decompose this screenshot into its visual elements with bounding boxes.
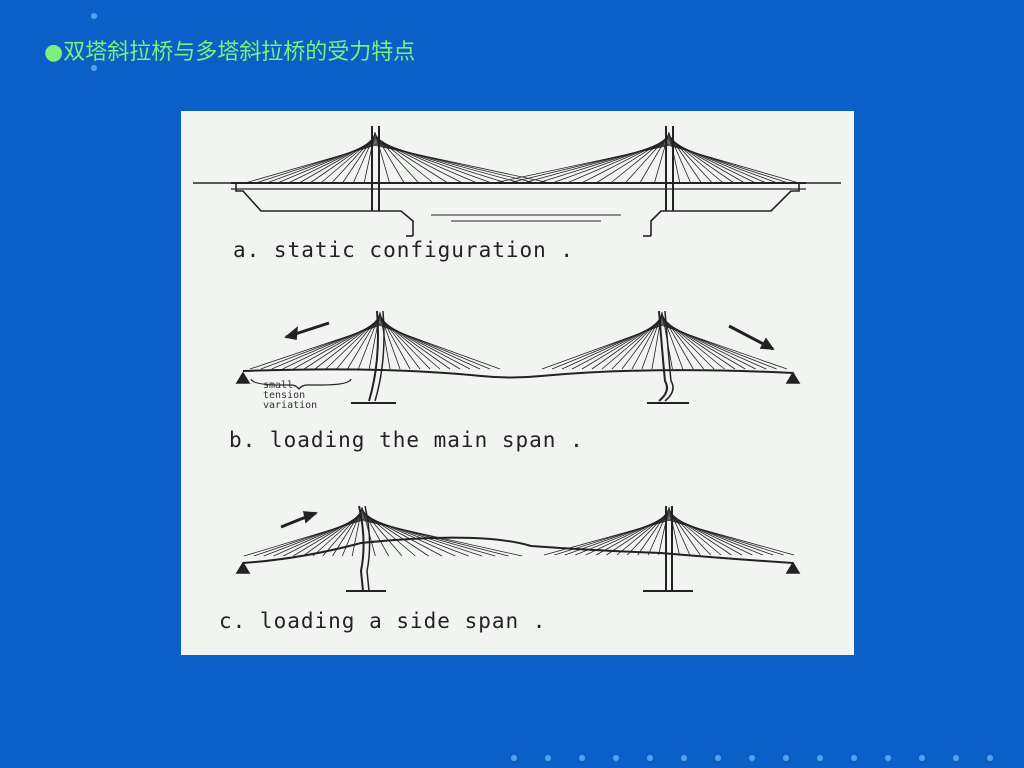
stay-cable xyxy=(260,323,381,370)
static-cables xyxy=(244,132,800,184)
stay-cable xyxy=(523,142,670,184)
stay-cable xyxy=(575,516,670,556)
stay-cable xyxy=(551,323,663,370)
stay-cable xyxy=(668,132,681,184)
decorative-dot-top xyxy=(91,13,97,19)
stay-cable xyxy=(541,325,663,370)
stay-cable xyxy=(379,325,501,370)
stay-cable xyxy=(661,325,788,370)
stay-cable xyxy=(374,141,507,184)
stay-cable xyxy=(244,145,376,184)
bridge-diagram-figure: a. static configuration . small tension … xyxy=(181,111,854,655)
decorative-dot-upper xyxy=(91,65,97,71)
stay-cable xyxy=(255,143,376,184)
caption-side-span-loading: c. loading a side span . xyxy=(219,609,547,633)
stay-cable xyxy=(374,142,521,184)
stay-cable xyxy=(508,143,670,184)
stay-cable xyxy=(564,517,670,556)
tension-variation-annotation: small tension variation xyxy=(263,381,317,411)
stay-cable xyxy=(668,516,763,556)
stay-cable xyxy=(379,323,491,370)
slide-title: ●双塔斜拉桥与多塔斜拉桥的受力特点 xyxy=(44,40,416,65)
stay-cable xyxy=(263,517,363,557)
annotation-line: tension xyxy=(263,390,306,401)
stay-cable xyxy=(543,520,670,556)
decorative-dot-row xyxy=(511,755,993,761)
main-span-loading-drawing xyxy=(235,310,801,404)
stay-cable xyxy=(273,516,363,557)
stay-cable xyxy=(668,520,795,556)
stay-cable xyxy=(374,145,551,184)
stay-cable xyxy=(537,141,670,184)
stay-cable xyxy=(266,142,376,184)
stay-cable xyxy=(249,325,381,370)
stay-cable xyxy=(361,518,509,557)
stay-cable xyxy=(668,518,784,556)
stay-cable xyxy=(361,520,523,557)
side-span-cables xyxy=(243,507,795,557)
stay-cable xyxy=(554,518,670,556)
stay-cable xyxy=(668,142,778,184)
stay-cable xyxy=(668,517,774,556)
stay-cable xyxy=(668,143,789,184)
annotation-line: small xyxy=(263,380,294,391)
stay-cable xyxy=(668,145,800,184)
stay-cable xyxy=(363,132,376,184)
caption-main-span-loading: b. loading the main span . xyxy=(229,428,584,452)
caption-static-configuration: a. static configuration . xyxy=(233,238,575,262)
stay-cable xyxy=(361,516,483,557)
stay-cable xyxy=(661,323,777,370)
stay-cable xyxy=(493,145,670,184)
stay-cable xyxy=(253,518,363,557)
stay-cable xyxy=(374,132,390,184)
main-span-cables xyxy=(249,312,788,370)
side-span-loading-drawing xyxy=(235,505,801,592)
stay-cable xyxy=(361,517,496,557)
stay-cable xyxy=(243,520,363,557)
bridge-diagram-drawing xyxy=(193,126,841,592)
annotation-line: variation xyxy=(263,400,318,411)
stay-cable xyxy=(374,143,536,184)
